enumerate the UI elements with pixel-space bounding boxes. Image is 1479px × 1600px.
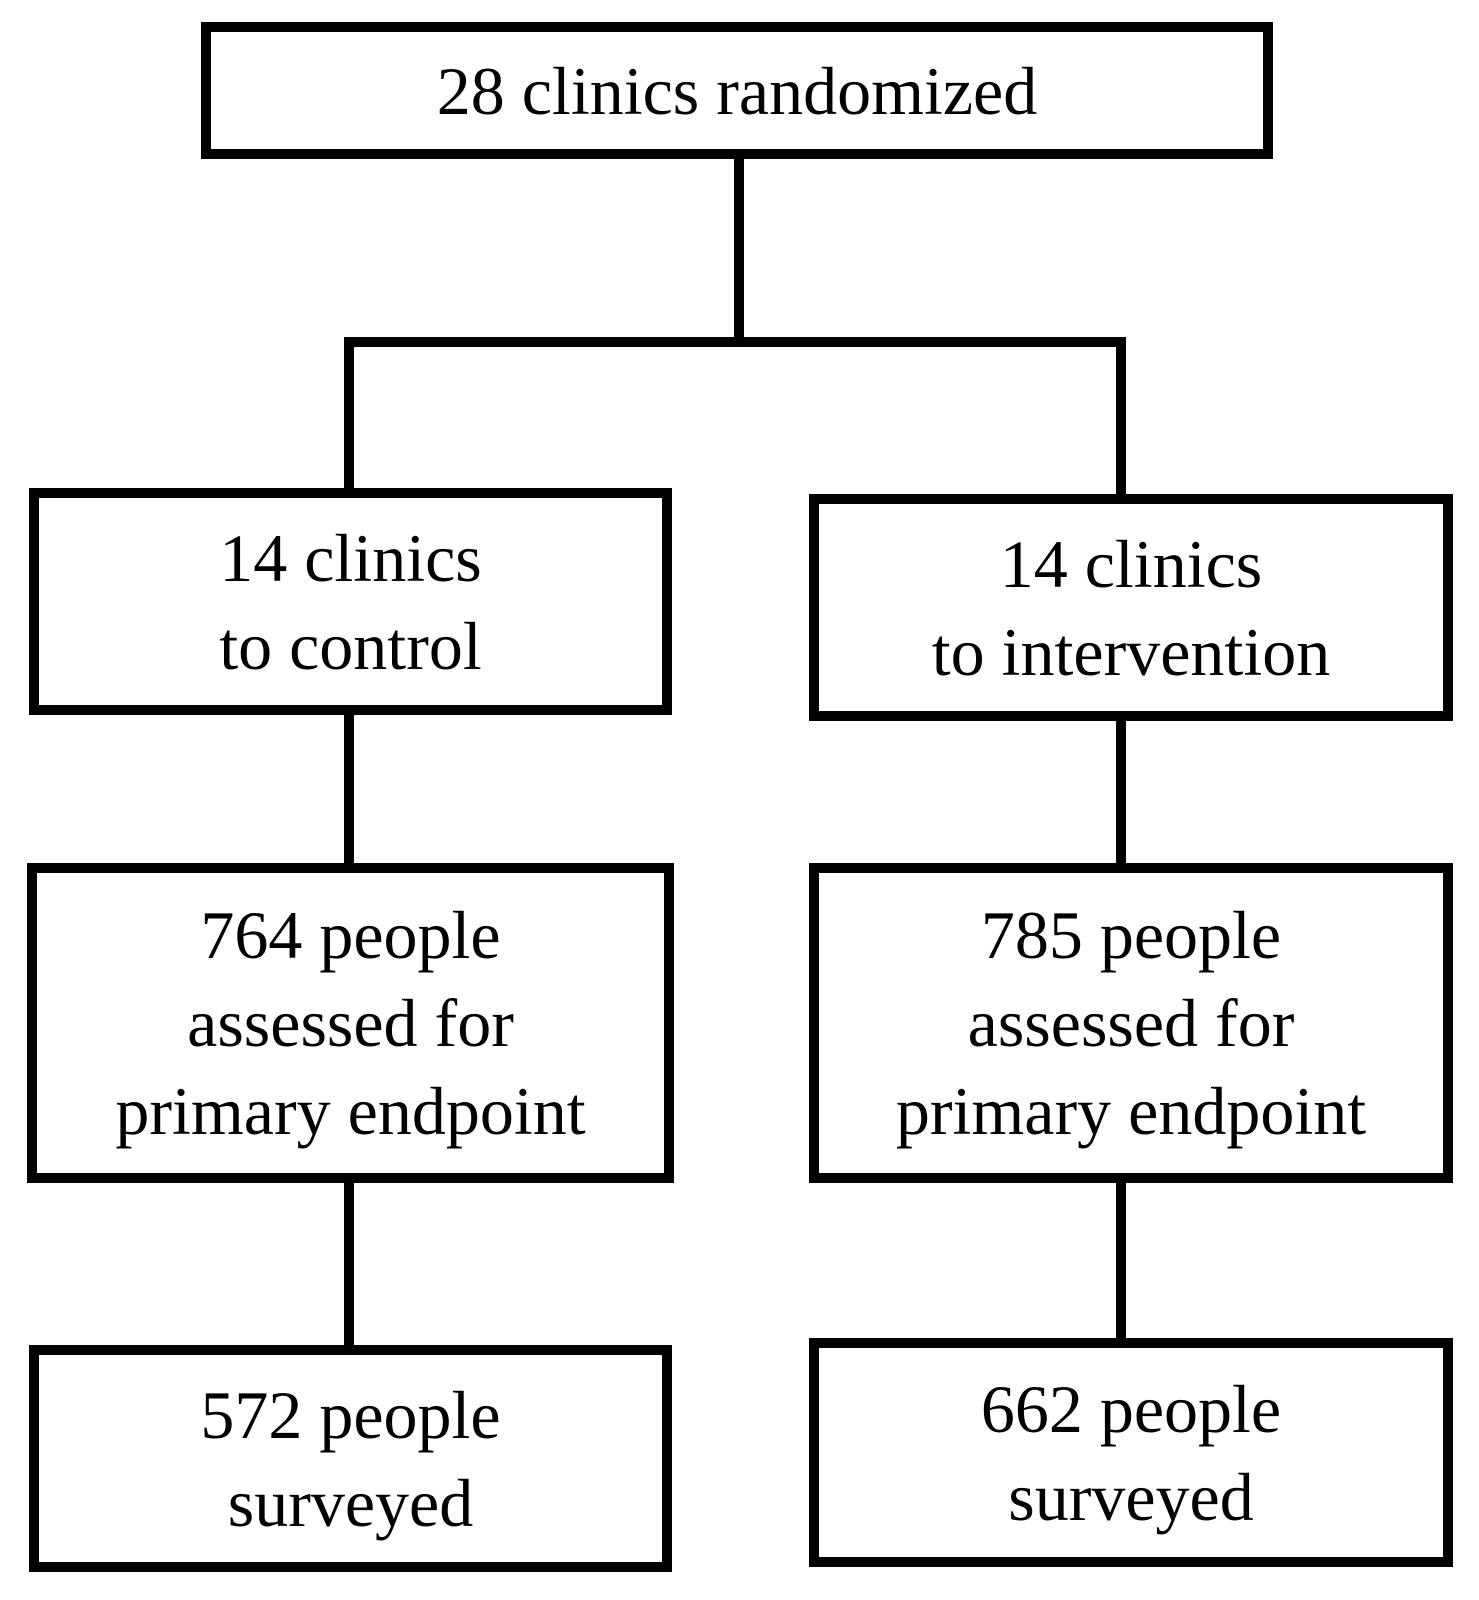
intervention-surveyed-line-2: surveyed xyxy=(1008,1458,1254,1535)
intervention-assessed-line-3: primary endpoint xyxy=(895,1073,1367,1149)
control-surveyed-line-2: surveyed xyxy=(227,1464,474,1541)
intervention-surveyed-line-1: 662 people xyxy=(980,1370,1282,1447)
connector-branch-horizontal xyxy=(344,337,1126,347)
connector-intervention-assessed-to-surveyed xyxy=(1116,1181,1126,1340)
control-allocation-box: 14 clinics to control xyxy=(29,488,672,715)
connector-control-allocation-to-assessed xyxy=(344,713,354,865)
control-assessed-line-2: assessed for xyxy=(187,985,514,1061)
intervention-assessed-box: 785 people assessed for primary endpoint xyxy=(809,863,1453,1183)
control-assessed-line-3: primary endpoint xyxy=(115,1073,586,1149)
control-allocation-line-2: to control xyxy=(219,607,482,684)
connector-intervention-branch xyxy=(1116,337,1126,496)
control-assessed-line-1: 764 people xyxy=(200,897,501,973)
intervention-assessed-line-1: 785 people xyxy=(980,897,1282,973)
randomized-label: 28 clinics randomized xyxy=(436,52,1038,129)
connector-intervention-allocation-to-assessed xyxy=(1116,719,1126,865)
intervention-allocation-box: 14 clinics to intervention xyxy=(809,494,1453,721)
intervention-allocation-line-1: 14 clinics xyxy=(999,525,1263,602)
intervention-allocation-line-2: to intervention xyxy=(931,613,1331,690)
connector-control-assessed-to-surveyed xyxy=(344,1181,354,1347)
control-assessed-box: 764 people assessed for primary endpoint xyxy=(27,863,674,1183)
control-surveyed-box: 572 people surveyed xyxy=(29,1345,672,1572)
control-surveyed-line-1: 572 people xyxy=(200,1376,501,1453)
randomized-box: 28 clinics randomized xyxy=(201,22,1273,159)
intervention-surveyed-box: 662 people surveyed xyxy=(809,1338,1453,1567)
connector-top-vertical xyxy=(734,157,744,347)
intervention-assessed-line-2: assessed for xyxy=(967,985,1295,1061)
connector-control-branch xyxy=(344,337,354,490)
control-allocation-line-1: 14 clinics xyxy=(219,519,482,596)
